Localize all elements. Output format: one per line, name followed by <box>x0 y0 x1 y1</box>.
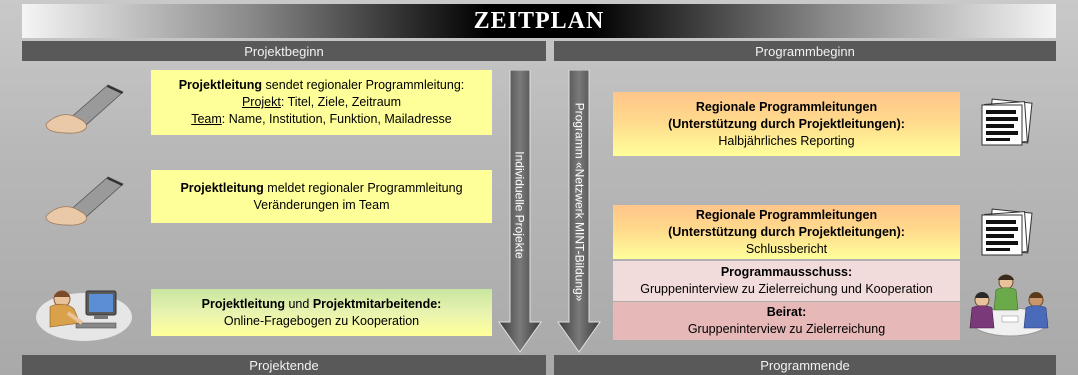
team-change-box: Projektleitung meldet regionaler Program… <box>151 170 492 223</box>
reporting-box: Regionale Programmleitungen (Unterstützu… <box>613 92 960 156</box>
project-registration-box: Projektleitung sendet regionaler Program… <box>151 70 492 135</box>
individual-projects-arrow <box>498 69 542 354</box>
committee-box: Programmausschuss: Gruppeninterview zu Z… <box>613 261 960 301</box>
hand-sending-paper-icon <box>38 80 128 140</box>
phase-project-start: Projektbeginn <box>22 41 546 61</box>
documents-stack-icon <box>978 207 1044 259</box>
documents-stack-icon <box>978 97 1044 149</box>
program-arrow <box>557 69 601 354</box>
hand-sending-paper-icon <box>38 172 128 232</box>
phase-program-start: Programmbeginn <box>554 41 1056 61</box>
online-survey-box: Projektleitung und Projektmitarbeitende:… <box>151 289 492 336</box>
group-meeting-icon <box>968 270 1052 344</box>
person-at-computer-icon <box>34 283 134 343</box>
program-label: Programm «Netzwerk MINT-Bildung» <box>571 102 586 302</box>
final-report-box: Regionale Programmleitungen (Unterstützu… <box>613 205 960 259</box>
phase-program-end: Programmende <box>554 355 1056 375</box>
page-title: ZEITPLAN <box>22 4 1056 38</box>
board-box: Beirat: Gruppeninterview zu Zielerreichu… <box>613 302 960 340</box>
phase-project-end: Projektende <box>22 355 546 375</box>
